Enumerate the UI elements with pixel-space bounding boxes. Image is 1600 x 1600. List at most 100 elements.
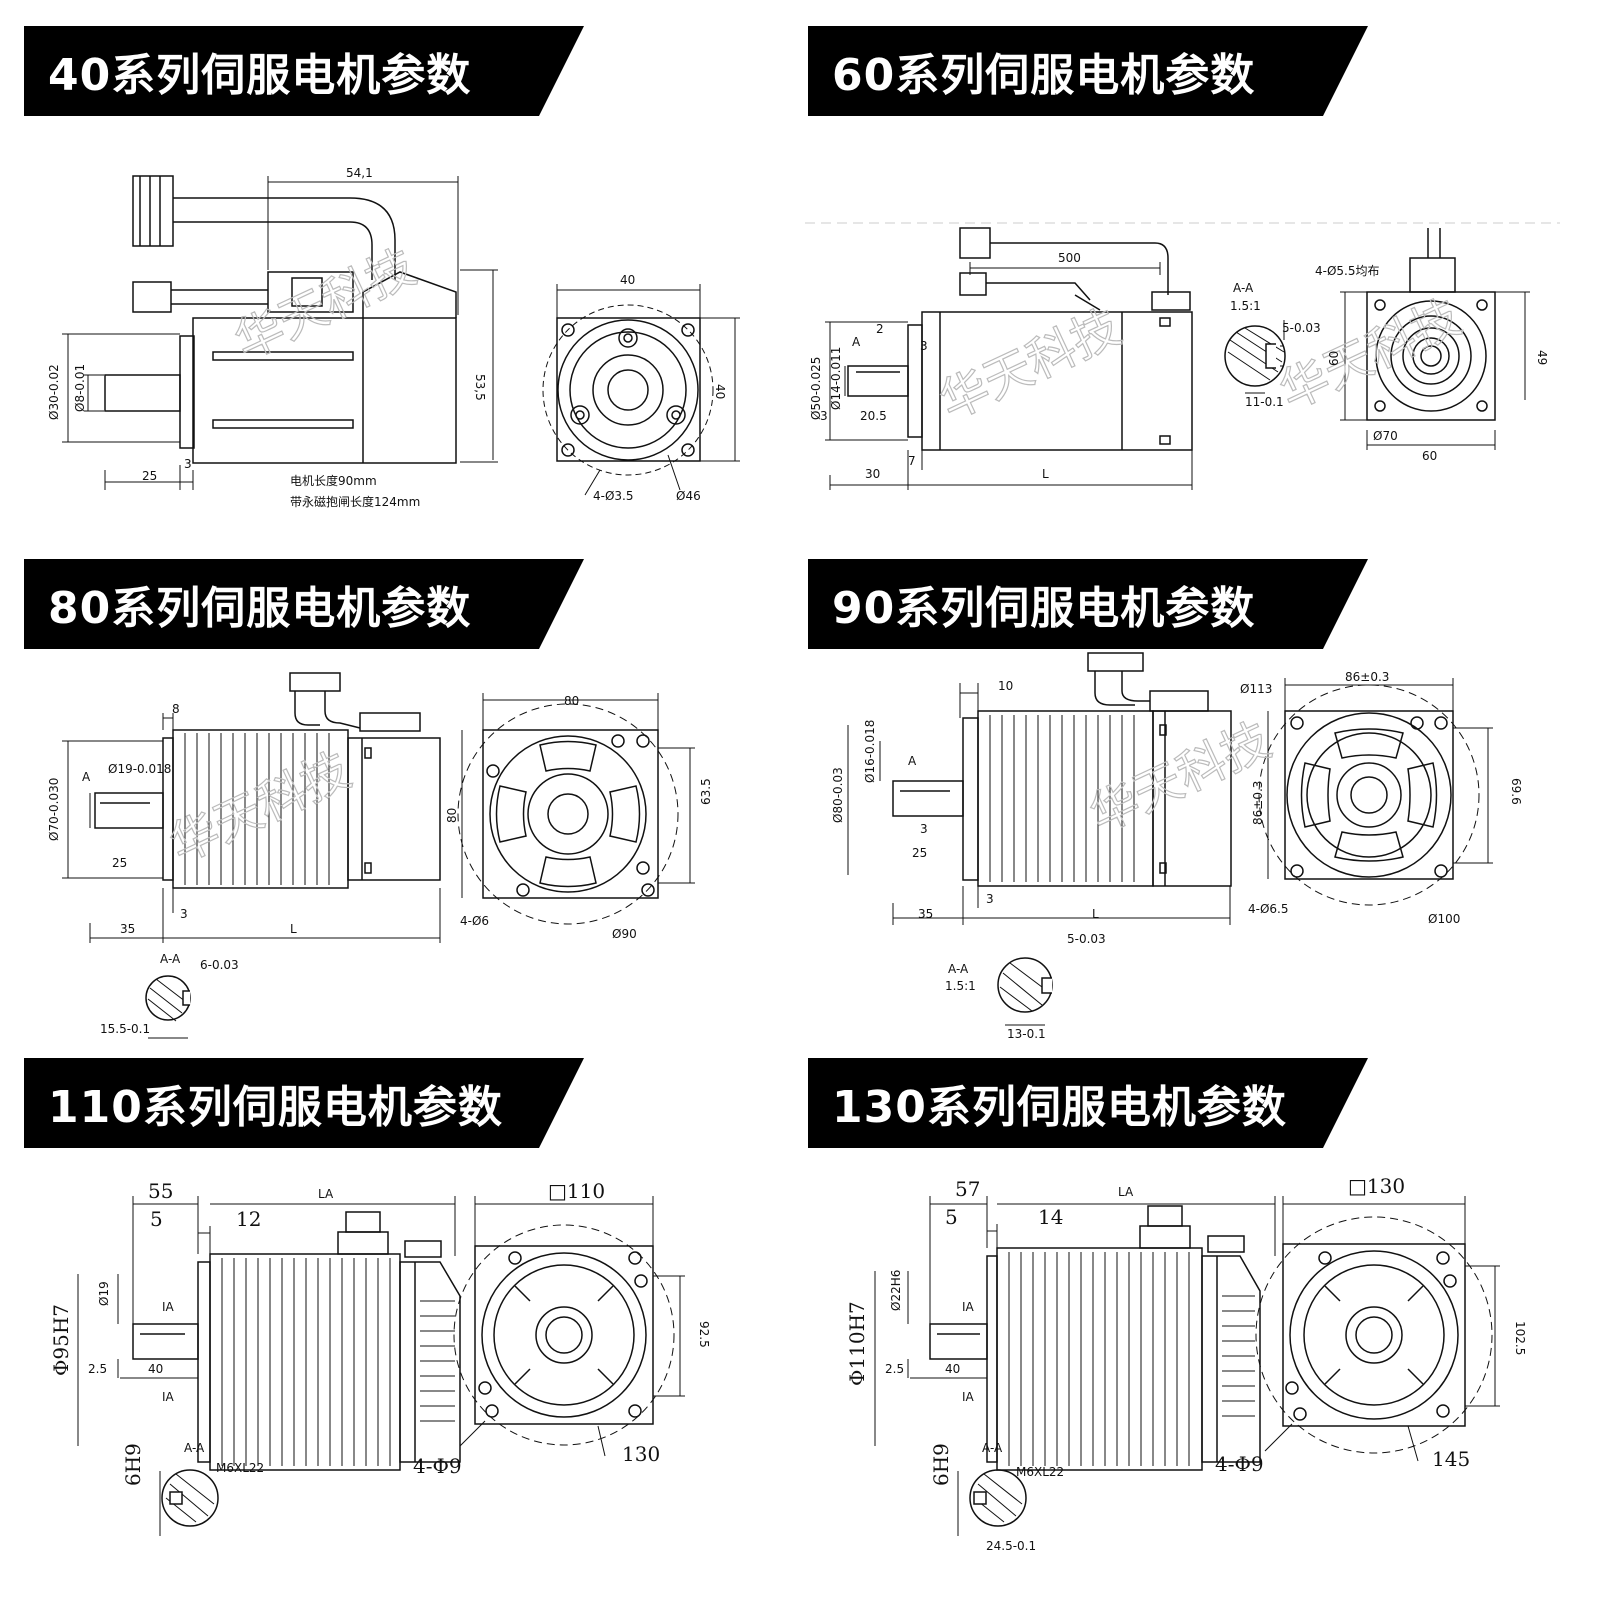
dimension-label: 30 [865,467,880,481]
dimension-label: A [852,335,861,349]
banner-shape [24,1058,584,1148]
dimension-label: 2.5 [88,1362,107,1376]
dimension-label: 130 [622,1442,660,1466]
technical-drawing: 华天科技 8 80 A Ø19-0.018 Ø70-0.030 80 63.5 … [47,672,713,1039]
watermark: 华天科技 [931,299,1129,431]
dimension-label: 102.5 [1513,1321,1527,1355]
note-motor-length: 电机长度90mm [290,473,377,488]
dimension-label: Ø50-0.025 [809,357,823,420]
note-brake-length: 带永磁抱闸长度124mm [290,494,420,509]
dimension-label: 63.5 [699,778,713,805]
dimension-label: 40 [148,1362,163,1376]
dimension-label: 145 [1432,1447,1470,1471]
dimension-label: 15.5-0.1 [100,1022,150,1036]
dimension-label: Ø8-0.01 [73,364,87,412]
dimension-label: 11-0.1 [1245,395,1284,409]
dimension-label: 69.6 [1509,778,1523,805]
dimension-label: 5 [945,1205,958,1229]
dimension-label: Ø113 [1240,682,1272,696]
dimension-label: 80 [445,808,459,823]
technical-drawing: 华天科技 10 Ø113 86±0.3 Ø16-0.018 A Ø80-0.03… [831,652,1523,1041]
dimension-label: 1.5:1 [1230,299,1261,313]
dimension-label: 13-0.1 [1007,1027,1046,1041]
dimension-label: IA [962,1390,975,1404]
dimension-label: 2.5 [885,1362,904,1376]
dimension-label: 6-0.03 [200,958,239,972]
banner-shape [808,26,1368,116]
dimension-label: Ø46 [676,489,701,503]
section-banner: 110系列伺服电机参数 [24,1058,584,1148]
dimension-label: A-A [982,1441,1003,1455]
section-title: 90系列伺服电机参数 [832,583,1256,634]
dimension-label: M6XL22 [1016,1465,1064,1479]
dimension-label: 86±0.3 [1345,670,1389,684]
dimension-label: 5 [150,1207,163,1231]
section-banner: 130系列伺服电机参数 [808,1058,1368,1148]
dimension-label: 4-Φ9 [413,1454,462,1478]
dimension-label: 5-0.03 [1282,321,1321,335]
dimension-label: A [82,770,91,784]
dimension-label: Φ95H7 [49,1304,73,1376]
dimension-label: 80 [564,694,579,708]
technical-drawing: 57 LA □130 5 14 Ø22H6 IA Φ110H7 102.5 2.… [845,1174,1527,1553]
dimension-label: 49 [1535,350,1549,365]
dimension-label: 3 [986,892,994,906]
dimension-label: LA [1118,1185,1134,1199]
dimension-label: L [290,922,297,936]
section-title: 60系列伺服电机参数 [832,50,1256,101]
dimension-label: Ø70 [1373,429,1398,443]
dimension-label: 10 [998,679,1013,693]
watermark: 华天科技 [226,239,424,371]
dimension-label: IA [162,1390,175,1404]
dimension-label: 57 [955,1177,980,1201]
section-banner: 90系列伺服电机参数 [808,559,1368,649]
dimension-label: Ø14-0.011 [829,347,843,410]
dimension-label: 4-Ø6.5 [1248,902,1289,916]
dimension-label: 3 [820,409,828,423]
panel-110-series: 110系列伺服电机参数 [0,1058,800,1599]
dimension-label: 4-Ø6 [460,914,489,928]
panel-80-series: 80系列伺服电机参数 [0,533,800,1066]
technical-drawing: 华天科技 54,1 40 53,5 40 25 3 Ø30-0.02 Ø8-0.… [47,166,740,509]
dimension-label: Ø80-0.03 [831,767,845,823]
section-banner: 40系列伺服电机参数 [24,26,584,116]
dimension-label: 1.5:1 [945,979,976,993]
dimension-label: A-A [948,962,969,976]
dimension-label: Ø16-0.018 [863,720,877,783]
dimension-label: 20.5 [860,409,887,423]
dimension-label: 86±0.3 [1251,781,1265,825]
dimension-label: 35 [918,907,933,921]
watermark: 华天科技 [1271,289,1469,421]
dimension-label: 60 [1422,449,1437,463]
dimension-label: IA [962,1300,975,1314]
dimension-label: 54,1 [346,166,373,180]
dimension-label: Ø70-0.030 [47,778,61,841]
dimension-label: 12 [236,1207,261,1231]
dimension-label: 500 [1058,251,1081,265]
banner-shape [808,1058,1368,1148]
dimension-label: 24.5-0.1 [986,1539,1036,1553]
dimension-label: 55 [148,1179,173,1203]
dimension-label: L [1042,467,1049,481]
dimension-label: 4-Ø5.5均布 [1315,264,1380,278]
technical-drawing: 华天科技 华天科技 500 A-A 1.5:1 4-Ø5.5均布 2 A 3 Ø… [805,222,1560,490]
technical-drawing: 55 LA □110 5 12 Ø19 IA Φ95H7 92.5 2.5 40… [49,1179,711,1536]
dimension-label: 40 [713,384,727,399]
dimension-label: M6XL22 [216,1461,264,1475]
dimension-label: A-A [1233,281,1254,295]
panel-130-series: 130系列伺服电机参数 [800,1058,1600,1599]
dimension-label: 4-Φ9 [1215,1452,1264,1476]
dimension-label: 3 [920,822,928,836]
dimension-label: 14 [1038,1205,1063,1229]
panel-90-series: 90系列伺服电机参数 [800,533,1600,1066]
watermark: 华天科技 [1081,712,1279,844]
dimension-label: LA [318,1187,334,1201]
dimension-label: Ø90 [612,927,637,941]
panel-40-series: 40系列伺服电机参数 [0,0,800,533]
banner-shape [24,559,584,649]
dimension-label: 35 [120,922,135,936]
dimension-label: □110 [548,1179,605,1203]
dimension-label: 8 [172,702,180,716]
dimension-label: 60 [1327,351,1341,366]
dimension-label: 5-0.03 [1067,932,1106,946]
